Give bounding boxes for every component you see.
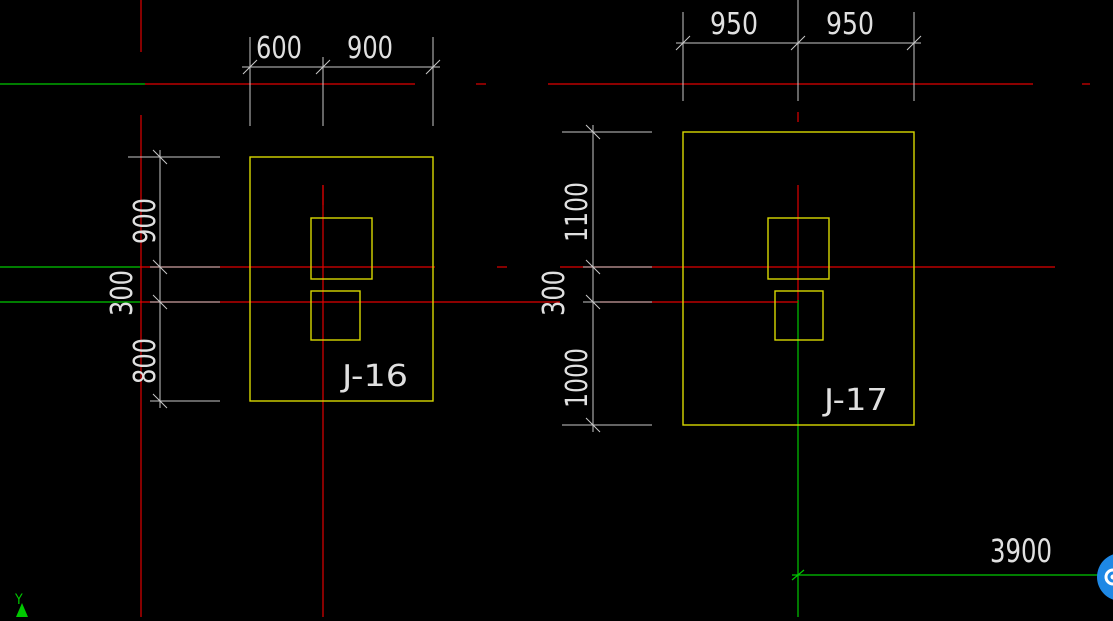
dimension-j17-top-text: 1100 <box>560 182 595 242</box>
column-j16-lower[interactable] <box>311 291 360 340</box>
floating-action-button[interactable] <box>1097 553 1113 601</box>
footing-j16[interactable]: J-16 600 900 900 300 800 <box>105 31 440 408</box>
dimension-j16-bottom-text: 800 <box>128 338 163 384</box>
grid-dimension-text: 3900 <box>990 532 1052 570</box>
dimension-j17-bottom-text: 1000 <box>560 348 595 408</box>
dimension-j17-right-text: 950 <box>826 7 874 42</box>
footing-j17-label: J-17 <box>821 383 888 418</box>
dimension-j16-right-text: 900 <box>347 31 393 66</box>
dimension-j16-top-text: 900 <box>128 198 163 244</box>
footing-j16-label: J-16 <box>339 359 408 394</box>
footing-j17[interactable]: J-17 950 950 1100 300 1000 <box>537 0 921 432</box>
dimension-j17-mid-text: 300 <box>537 270 572 316</box>
column-j17-lower[interactable] <box>775 291 823 340</box>
dimension-j17-left-text: 950 <box>710 7 758 42</box>
dimension-j16-mid-text: 300 <box>105 270 140 316</box>
dimension-j16-left-text: 600 <box>256 31 302 66</box>
ucs-axis-label: Y <box>14 592 23 608</box>
gear-icon <box>1097 553 1113 601</box>
column-j16-upper[interactable] <box>311 218 372 279</box>
ucs-axis-icon: Y <box>14 592 28 617</box>
